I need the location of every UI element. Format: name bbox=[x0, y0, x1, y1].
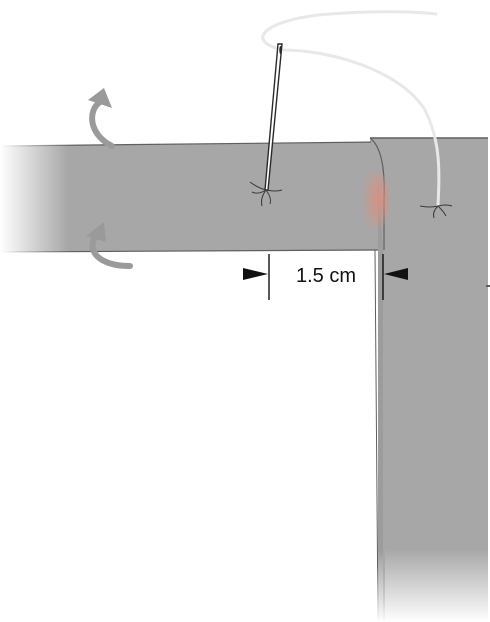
seam-highlight-patch bbox=[362, 170, 390, 230]
thread bbox=[261, 10, 441, 207]
stitch-knot-right bbox=[419, 204, 453, 219]
vertical-strip-back bbox=[370, 140, 385, 622]
horizontal-fabric-strip bbox=[0, 141, 379, 253]
curved-arrow-up-icon bbox=[88, 88, 115, 149]
curved-arrow-down-icon bbox=[86, 222, 133, 269]
dimension-arrow-left bbox=[243, 268, 268, 280]
measurement-label: 1.5 cm bbox=[296, 265, 356, 287]
dimension-arrow-right bbox=[384, 268, 408, 280]
vertical-fabric-strip bbox=[369, 137, 490, 622]
stitch-knot-left bbox=[249, 181, 283, 207]
dimension-marker: 1.5 cm bbox=[243, 254, 408, 300]
